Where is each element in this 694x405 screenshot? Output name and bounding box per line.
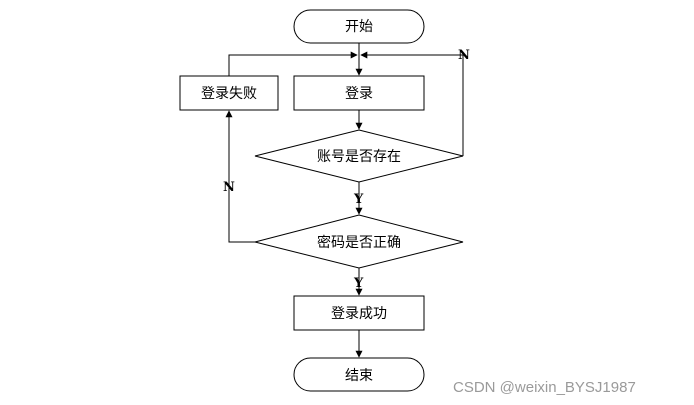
account-no-label: N xyxy=(458,48,470,63)
edge-password-no-to-failed xyxy=(225,110,255,243)
edge-failed-to-login xyxy=(228,51,358,76)
password-correct-label: 密码是否正确 xyxy=(317,234,401,251)
login-label: 登录 xyxy=(345,86,373,102)
account-yes-label: Y xyxy=(353,192,364,207)
login-failed-label: 登录失败 xyxy=(201,86,257,102)
account-exists-label: 账号是否存在 xyxy=(317,149,401,165)
password-no-label: N xyxy=(223,180,235,195)
login-process xyxy=(293,75,425,111)
end-terminal xyxy=(293,357,425,392)
login-success-label: 登录成功 xyxy=(331,306,387,322)
start-label: 开始 xyxy=(345,19,373,35)
login-success-process xyxy=(293,295,425,331)
password-yes-label: Y xyxy=(353,276,364,291)
end-label: 结束 xyxy=(345,368,373,384)
watermark-text: CSDN @weixin_BYSJ1987 xyxy=(453,379,636,396)
edge-account-no-loop xyxy=(360,51,464,156)
